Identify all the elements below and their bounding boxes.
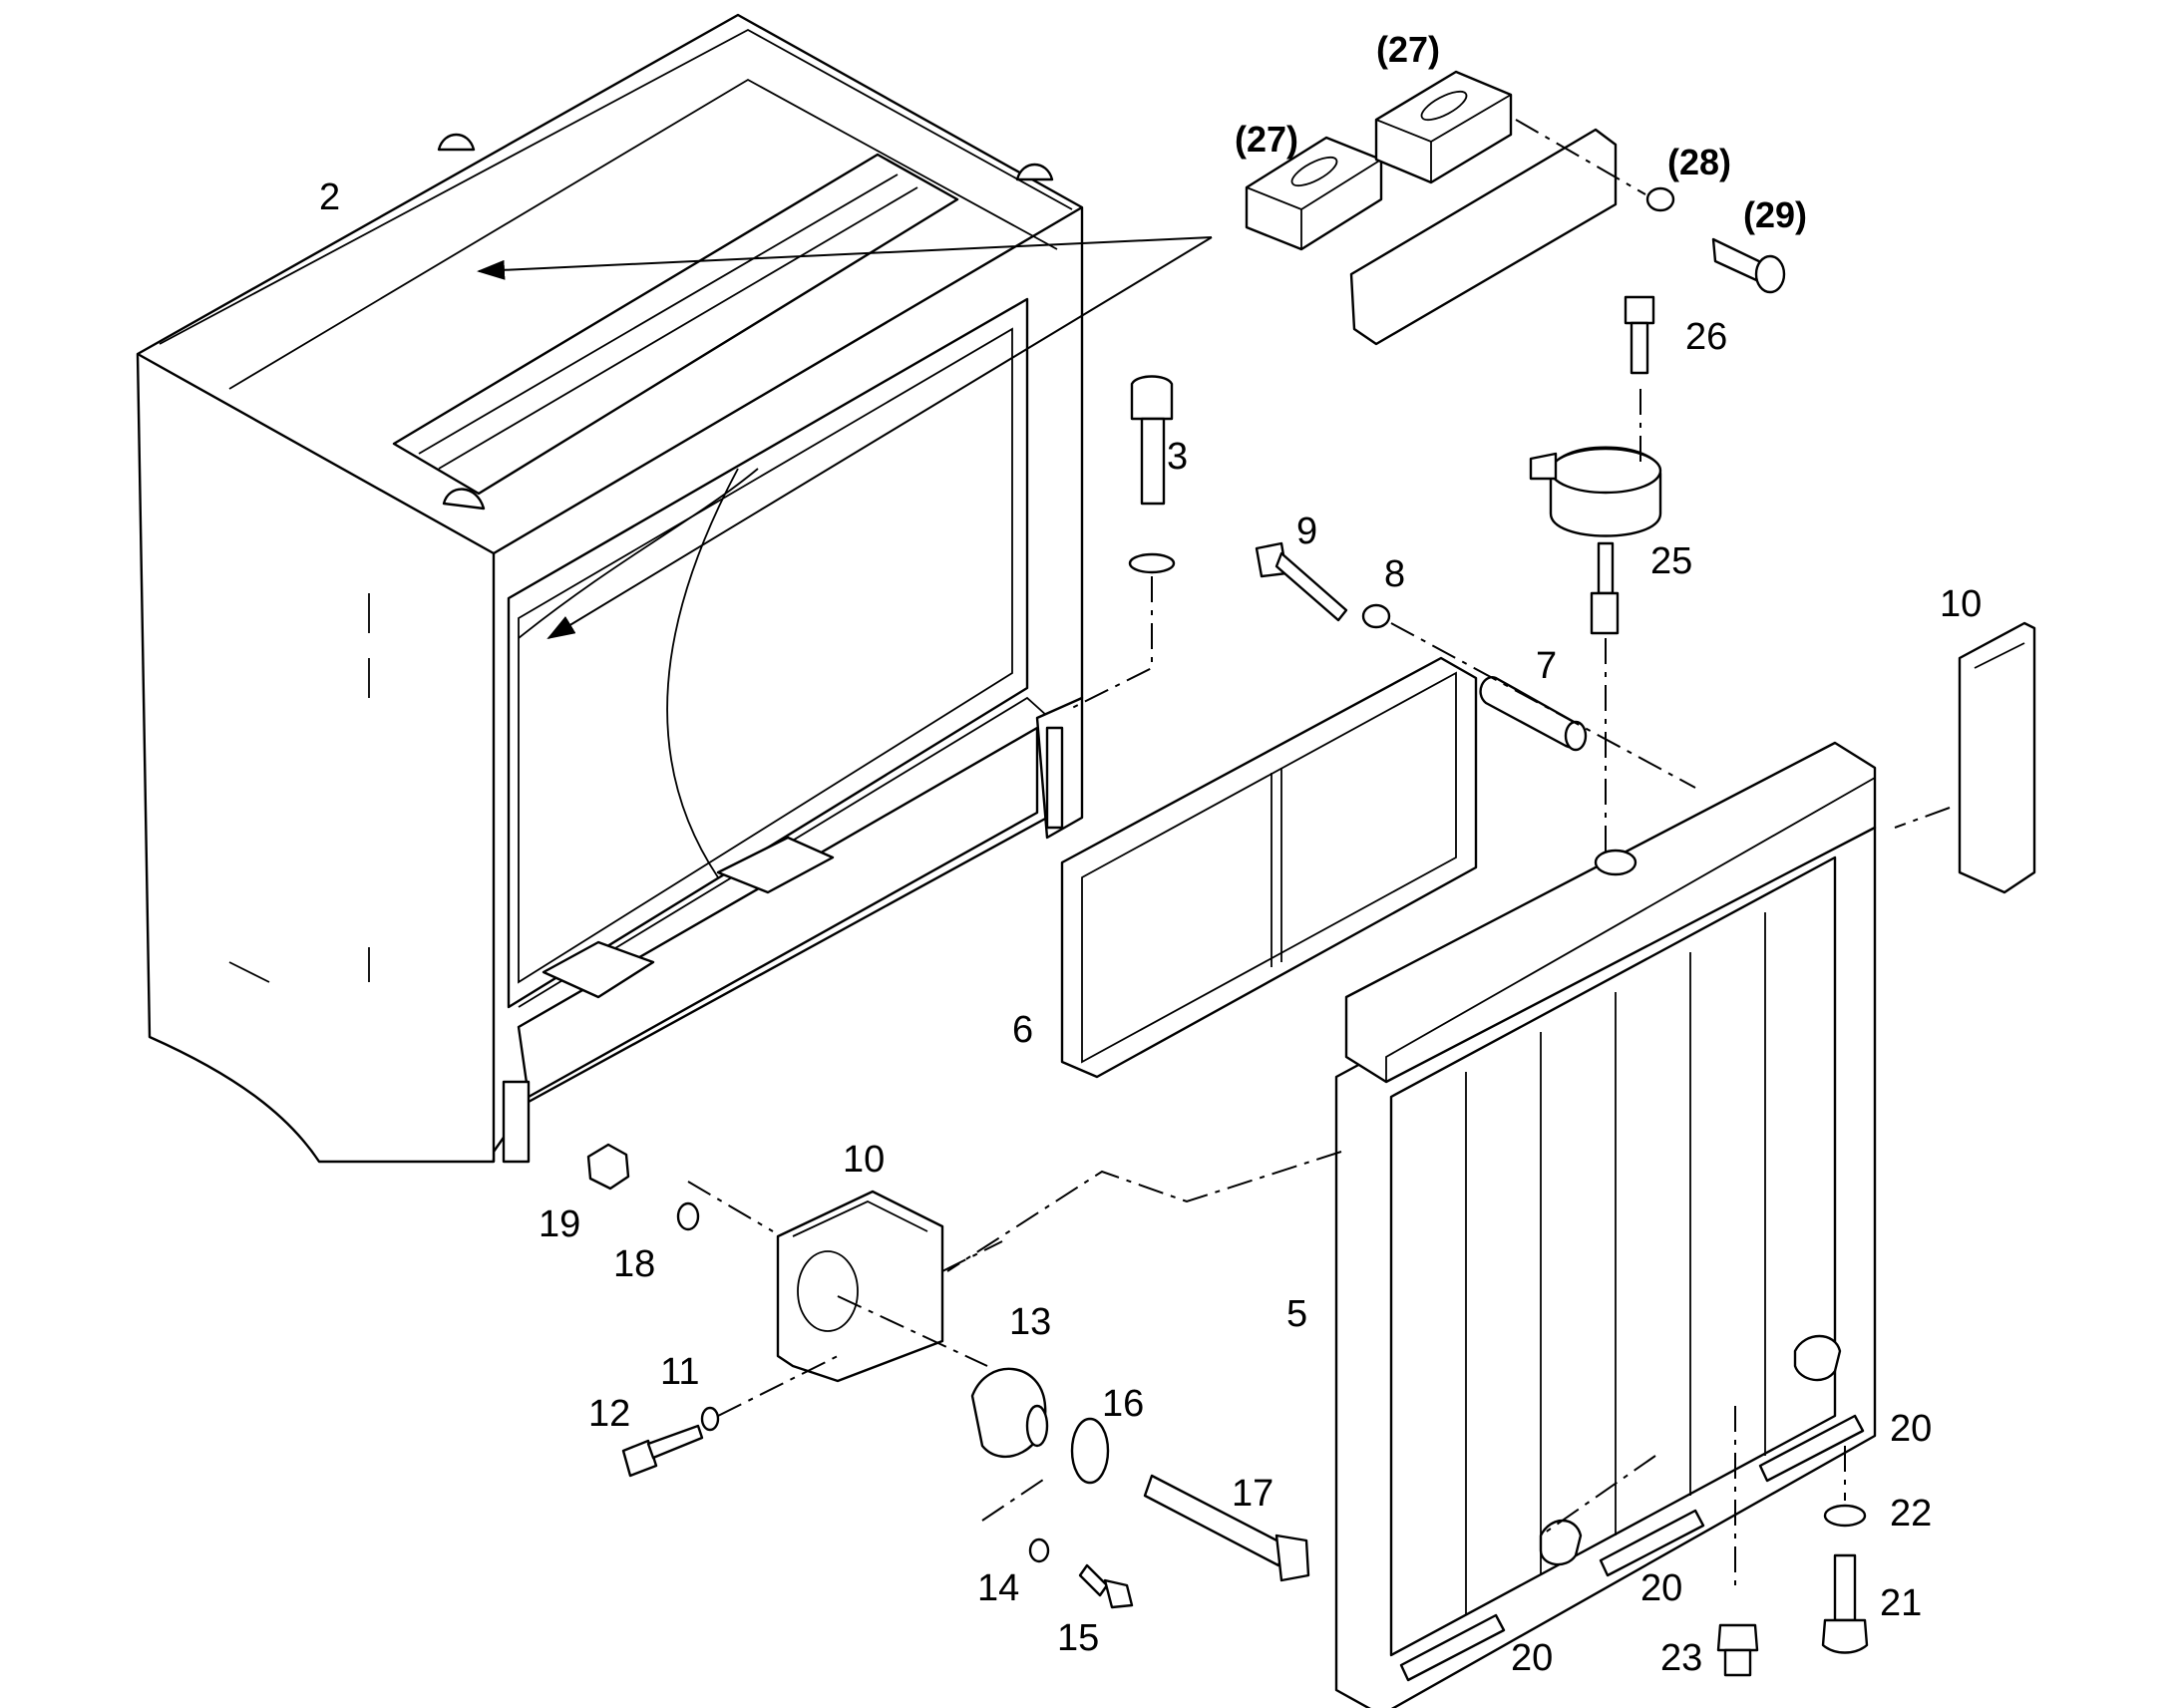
label-part-22: 22 <box>1890 1493 1932 1535</box>
label-part-7: 7 <box>1536 645 1557 687</box>
shroud-housing-part-2 <box>136 13 1213 1164</box>
label-part-10-left: 10 <box>843 1139 885 1181</box>
label-part-17: 17 <box>1232 1473 1273 1515</box>
washer-part-22 <box>1823 1446 1867 1528</box>
bracket-block-part-27-a <box>1245 136 1383 251</box>
bracket-block-part-27-b <box>1374 70 1513 184</box>
washer-part-8 <box>1361 603 1391 629</box>
screw-part-29 <box>1711 237 1786 294</box>
label-part-16: 16 <box>1102 1383 1144 1425</box>
label-part-9: 9 <box>1296 511 1317 552</box>
label-part-20-a: 20 <box>1890 1408 1932 1450</box>
bolt-part-12 <box>621 1355 839 1478</box>
label-part-20-b: 20 <box>1640 1567 1682 1609</box>
rubber-mount-part-13 <box>970 1367 1049 1458</box>
label-part-15: 15 <box>1057 1617 1099 1659</box>
label-part-25: 25 <box>1650 540 1692 582</box>
bolt-part-9 <box>1255 541 1696 789</box>
mounting-strip-part-20-b <box>1599 1509 1705 1577</box>
label-part-27-b: (27) <box>1376 29 1440 70</box>
lower-bracket-part-10-left <box>687 1181 1003 1383</box>
label-part-21: 21 <box>1880 1582 1922 1624</box>
label-part-14: 14 <box>977 1567 1019 1609</box>
label-part-27-a: (27) <box>1235 119 1298 160</box>
label-part-8: 8 <box>1384 553 1405 595</box>
label-part-6: 6 <box>1012 1009 1033 1051</box>
label-part-18: 18 <box>613 1243 655 1285</box>
washer-part-14 <box>981 1475 1050 1563</box>
label-part-19: 19 <box>539 1203 580 1245</box>
label-part-28: (28) <box>1667 142 1731 182</box>
bolt-part-21 <box>1821 1553 1869 1654</box>
washer-part-18 <box>676 1201 700 1231</box>
label-part-20-c: 20 <box>1511 1637 1553 1679</box>
hex-nut-part-19 <box>586 1143 630 1191</box>
washer-part-28 <box>1515 119 1675 212</box>
screw-part-26 <box>1624 295 1655 469</box>
drain-plug-part-23 <box>1716 1623 1759 1677</box>
label-part-13: 13 <box>1009 1301 1051 1343</box>
label-part-29: (29) <box>1743 194 1807 235</box>
label-part-5: 5 <box>1286 1293 1307 1335</box>
filter-panel-part-6 <box>1060 656 1478 1079</box>
label-part-12: 12 <box>588 1393 630 1435</box>
label-part-10-right: 10 <box>1940 583 1982 625</box>
spacer-part-7 <box>1479 676 1588 752</box>
long-bolt-part-17 <box>1143 1474 1310 1582</box>
mounting-plate-part-27 <box>1349 128 1618 346</box>
label-part-26: 26 <box>1685 316 1727 358</box>
label-part-2: 2 <box>319 176 340 218</box>
side-bracket-part-10-right <box>1894 621 2036 894</box>
bolt-part-15 <box>1078 1563 1134 1609</box>
radiator-core-part-5 <box>946 741 1877 1708</box>
label-part-11: 11 <box>660 1351 699 1393</box>
mounting-strip-part-20-c <box>1399 1613 1506 1682</box>
label-part-23: 23 <box>1660 1637 1702 1679</box>
bolt-part-3 <box>1071 375 1176 709</box>
washer-part-11 <box>700 1406 720 1432</box>
level-sensor-part-25 <box>1529 446 1662 897</box>
mounting-strip-part-20-a <box>1758 1414 1865 1483</box>
washer-part-16 <box>1070 1417 1110 1485</box>
label-part-3: 3 <box>1167 436 1188 478</box>
